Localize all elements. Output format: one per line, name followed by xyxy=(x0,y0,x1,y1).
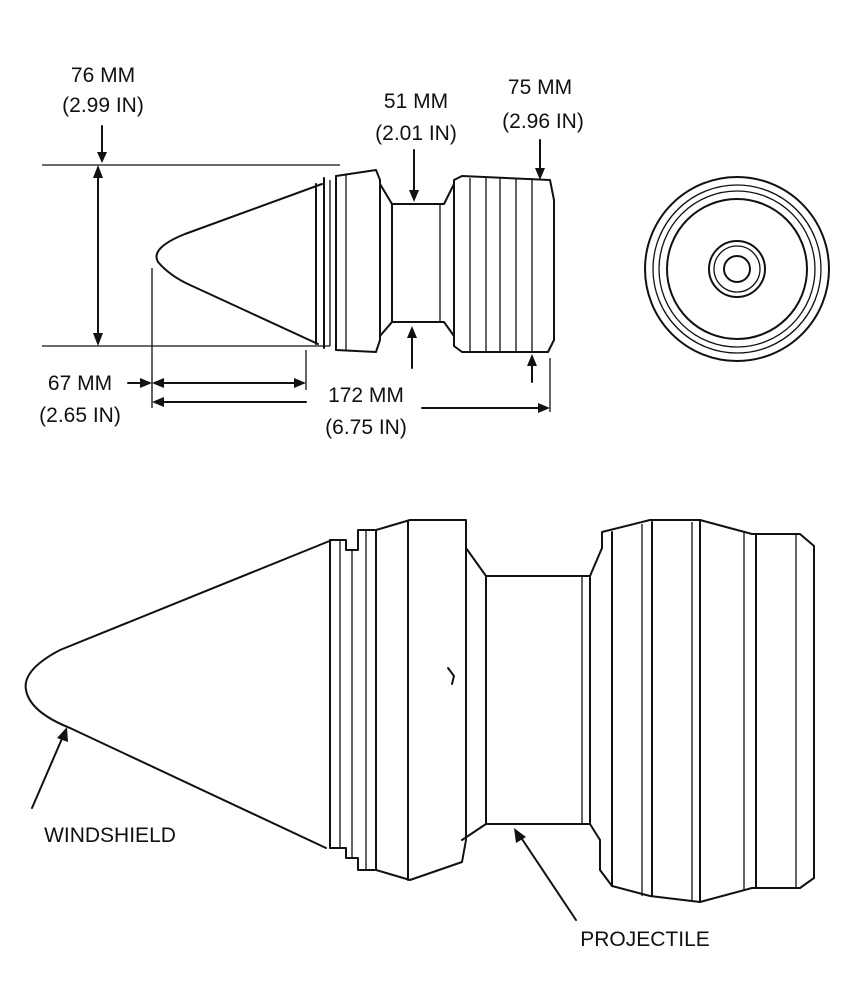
windshield-callout: WINDSHIELD xyxy=(44,824,176,847)
windshield-len-in-label: (2.65 IN) xyxy=(39,404,121,427)
total-len-in-label: (6.75 IN) xyxy=(325,416,407,439)
large-front-band xyxy=(375,519,467,881)
small-front-band xyxy=(335,169,381,353)
large-front-rings xyxy=(329,529,377,871)
large-neck xyxy=(465,547,603,577)
small-rear-body xyxy=(453,175,555,353)
small-neck-top xyxy=(379,183,455,205)
surface-mark xyxy=(447,667,455,685)
neck-mm-label: 51 MM xyxy=(384,90,448,113)
large-rear-body xyxy=(599,519,815,903)
side-view-large xyxy=(24,519,815,921)
rear-in-label: (2.96 IN) xyxy=(502,110,584,133)
small-windshield-cone xyxy=(155,183,323,345)
side-view-small xyxy=(42,125,555,413)
total-len-mm-label: 172 MM xyxy=(328,384,404,407)
windshield-len-mm-label: 67 MM xyxy=(48,372,112,395)
height-mm-label: 76 MM xyxy=(71,64,135,87)
height-in-label: (2.99 IN) xyxy=(62,94,144,117)
rear-mm-label: 75 MM xyxy=(508,76,572,99)
neck-in-label: (2.01 IN) xyxy=(375,122,457,145)
large-windshield-cone xyxy=(24,539,333,849)
end-view xyxy=(644,176,830,362)
projectile-callout: PROJECTILE xyxy=(580,928,710,951)
